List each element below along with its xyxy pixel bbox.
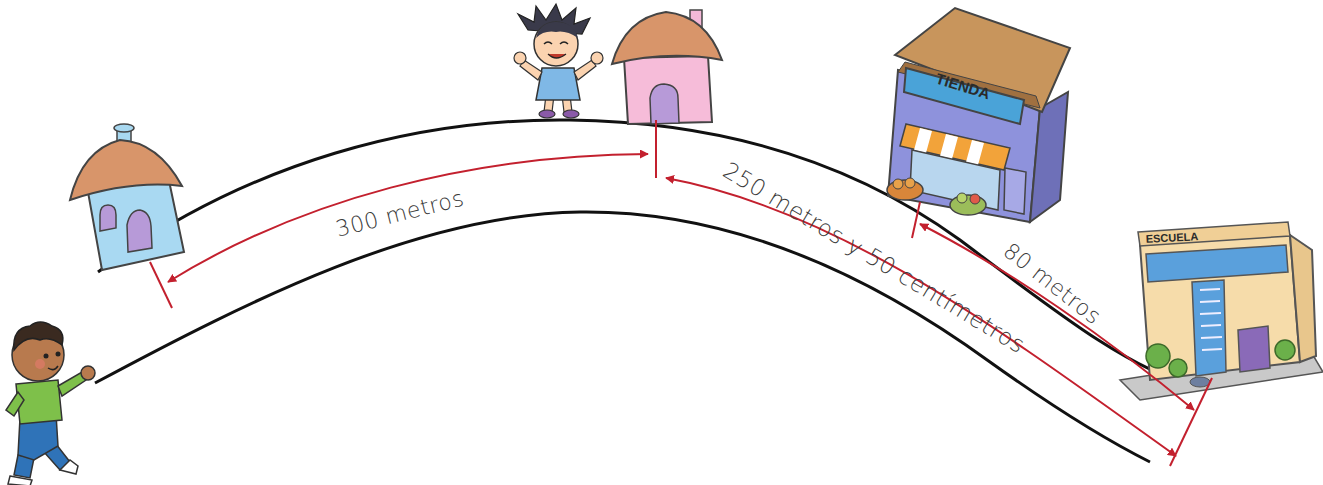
boy: [44, 354, 49, 359]
store: [950, 195, 986, 215]
pink-house: [624, 56, 712, 124]
store: [893, 179, 903, 189]
store: [887, 8, 1070, 222]
girl: [534, 22, 578, 66]
store: [1030, 92, 1068, 222]
blue-house: [70, 124, 184, 270]
dimension-lines: [666, 178, 1176, 456]
girl: [544, 42, 552, 44]
school: [1192, 280, 1226, 376]
dimension-label: 250 metros y 50 centímetros: [719, 159, 1029, 358]
school: [1290, 235, 1316, 362]
dimension-lines: [168, 154, 648, 282]
girl: [563, 110, 579, 118]
blue-house: [70, 140, 182, 200]
dimension-lines: [655, 120, 657, 178]
school: [1146, 344, 1170, 368]
girl: [591, 52, 603, 64]
school: [1200, 289, 1222, 350]
school: [1120, 222, 1323, 400]
girl: [548, 54, 566, 58]
boy: [56, 352, 61, 357]
boy: [81, 366, 95, 380]
school: [1169, 359, 1187, 377]
boy: [6, 392, 24, 416]
dimension-label: 300 metros: [334, 187, 466, 240]
girl: [536, 22, 578, 38]
boy: [48, 366, 58, 370]
store: [905, 178, 915, 188]
boy: [8, 476, 32, 485]
dimension-lines: [150, 262, 172, 308]
blue-house: [100, 205, 116, 231]
school: [1146, 245, 1288, 282]
boy: [60, 460, 78, 474]
school: [1238, 326, 1270, 372]
boy: [35, 359, 45, 369]
girl: [536, 68, 580, 100]
dimension-lines: [912, 202, 920, 238]
sign-text: ESCUELA: [1145, 231, 1198, 245]
school: [1138, 222, 1290, 246]
store: [957, 193, 967, 203]
girl: [514, 52, 526, 64]
dimension-label: 80 metros: [999, 239, 1104, 328]
girl: [560, 42, 568, 44]
store: [970, 194, 980, 204]
blue-house: [114, 124, 134, 132]
pink-house: [612, 12, 722, 64]
store: [904, 68, 1024, 124]
blue-house: [127, 210, 152, 252]
store: [1004, 168, 1026, 214]
school: [1190, 377, 1210, 387]
pink-house: [612, 10, 722, 124]
sign-text: TIENDA: [934, 71, 992, 102]
dimension-lines: [150, 120, 1212, 466]
girl: [539, 110, 555, 118]
boy: [14, 322, 63, 350]
girl: [514, 4, 603, 118]
school: [1275, 340, 1295, 360]
dimension-lines: [1170, 378, 1212, 466]
school: [1140, 235, 1300, 380]
pink-house: [650, 84, 679, 124]
boy: [6, 322, 95, 485]
